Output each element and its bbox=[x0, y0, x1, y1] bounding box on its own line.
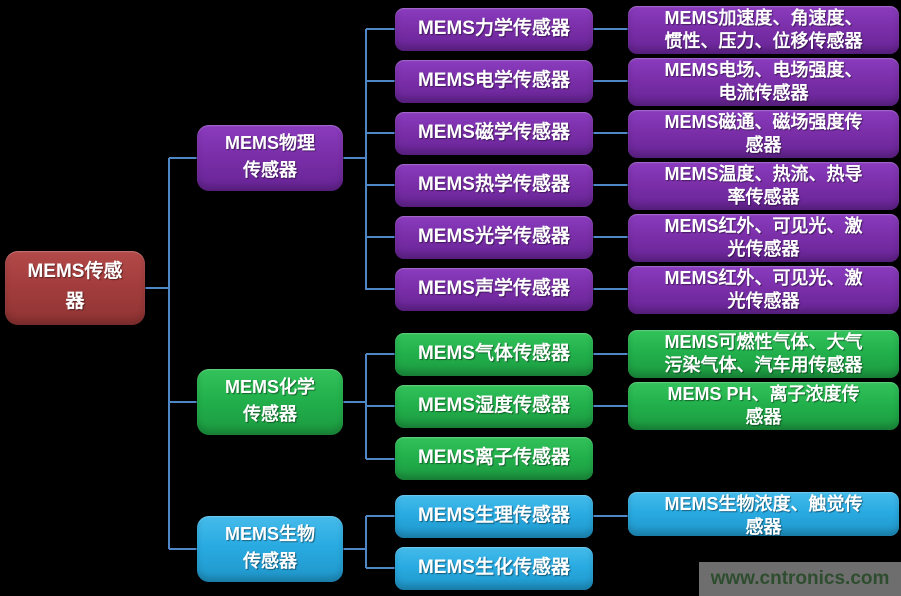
watermark-cntronics: www.cntronics.com bbox=[699, 562, 901, 596]
branch-chemical-sensors: MEMS化学 传感器 bbox=[197, 369, 343, 435]
node-magnetic-sensor: MEMS磁学传感器 bbox=[395, 112, 593, 155]
leaf-combustible-gas-sensors: MEMS可燃性气体、大气 污染气体、汽车用传感器 bbox=[628, 330, 899, 378]
leaf-magnetic-flux-sensors: MEMS磁通、磁场强度传 感器 bbox=[628, 110, 899, 158]
node-acoustic-sensor: MEMS声学传感器 bbox=[395, 268, 593, 311]
node-humidity-sensor: MEMS湿度传感器 bbox=[395, 385, 593, 428]
node-physiological-sensor: MEMS生理传感器 bbox=[395, 495, 593, 538]
root-node-mems-sensor: MEMS传感 器 bbox=[5, 251, 145, 325]
leaf-infrared-laser-sensors-acoustic: MEMS红外、可见光、激 光传感器 bbox=[628, 266, 899, 314]
node-biochemical-sensor: MEMS生化传感器 bbox=[395, 547, 593, 590]
branch-physical-sensors: MEMS物理 传感器 bbox=[197, 125, 343, 191]
node-gas-sensor: MEMS气体传感器 bbox=[395, 333, 593, 376]
leaf-acceleration-pressure-sensors: MEMS加速度、角速度、 惯性、压力、位移传感器 bbox=[628, 6, 899, 54]
node-electrical-sensor: MEMS电学传感器 bbox=[395, 60, 593, 103]
node-optical-sensor: MEMS光学传感器 bbox=[395, 216, 593, 259]
node-thermal-sensor: MEMS热学传感器 bbox=[395, 164, 593, 207]
node-mechanical-sensor: MEMS力学传感器 bbox=[395, 8, 593, 51]
leaf-ph-ion-concentration-sensors: MEMS PH、离子浓度传 感器 bbox=[628, 382, 899, 430]
node-ion-sensor: MEMS离子传感器 bbox=[395, 437, 593, 480]
leaf-temperature-heatflow-sensors: MEMS温度、热流、热导 率传感器 bbox=[628, 162, 899, 210]
leaf-infrared-laser-sensors-optical: MEMS红外、可见光、激 光传感器 bbox=[628, 214, 899, 262]
leaf-bio-concentration-tactile-sensors: MEMS生物浓度、触觉传 感器 bbox=[628, 492, 899, 537]
branch-biological-sensors: MEMS生物 传感器 bbox=[197, 516, 343, 582]
leaf-electric-field-current-sensors: MEMS电场、电场强度、 电流传感器 bbox=[628, 58, 899, 106]
